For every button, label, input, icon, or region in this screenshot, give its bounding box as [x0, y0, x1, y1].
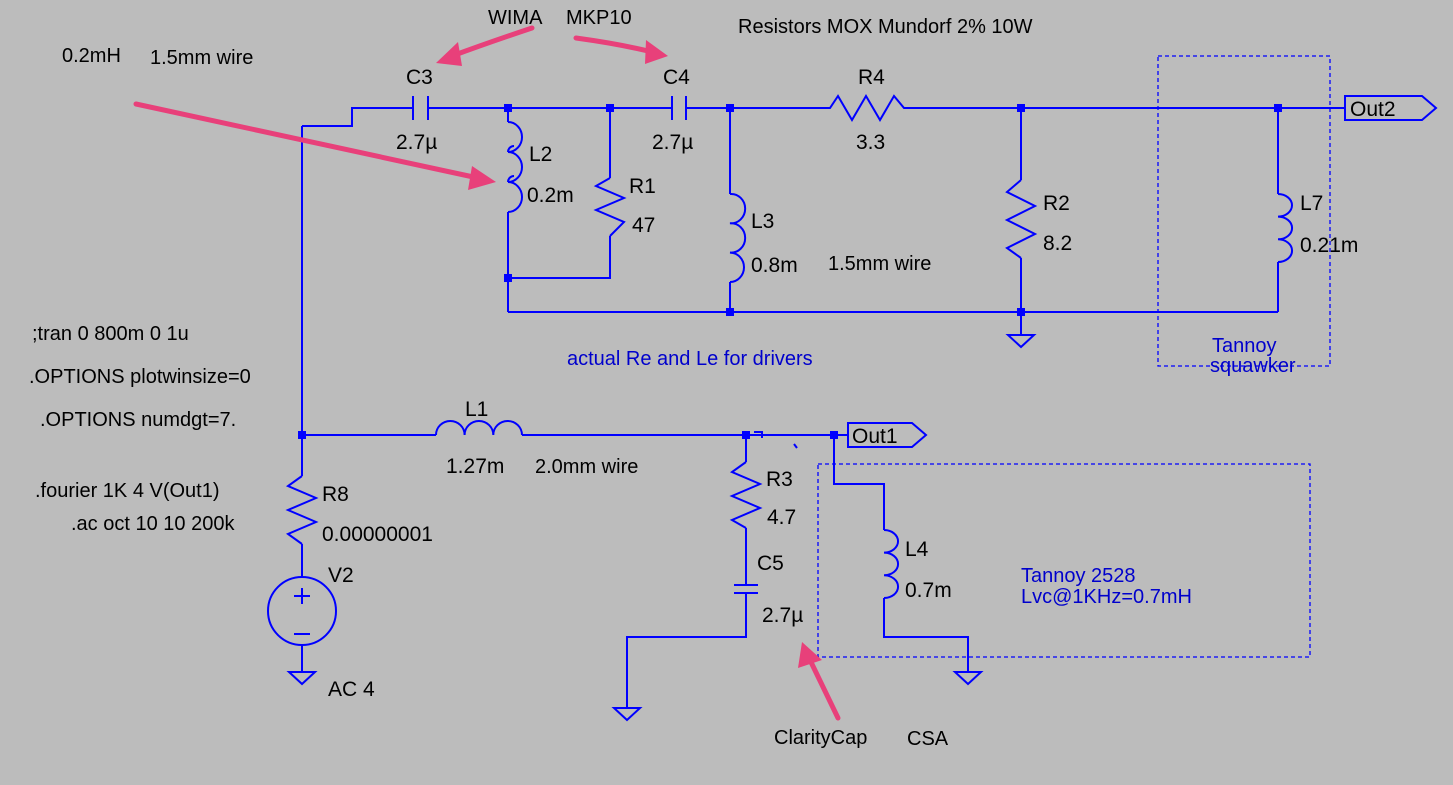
resistor-r1-symbol[interactable] [593, 177, 627, 237]
c5-value: 2.7µ [762, 604, 803, 627]
r4-name: R4 [858, 66, 885, 89]
inductor-l1-symbol[interactable] [435, 420, 523, 436]
r2-value: 8.2 [1043, 232, 1072, 255]
note-claritycap: ClarityCap [774, 727, 867, 749]
c3-name: C3 [406, 66, 433, 89]
v2-name: V2 [328, 564, 354, 587]
wire-stub-2 [793, 443, 798, 449]
r1-name: R1 [629, 175, 656, 198]
c3-value: 2.7µ [396, 131, 437, 154]
l3-value: 0.8m [751, 254, 798, 277]
port-out2-label: Out2 [1350, 98, 1396, 121]
junction-dot [726, 104, 734, 112]
ground-symbol [952, 671, 984, 686]
r2-name: R2 [1043, 192, 1070, 215]
note-l1-wire: 2.0mm wire [535, 456, 638, 478]
wire-r1-bottom [508, 236, 611, 279]
directive-plotwinsize: .OPTIONS plotwinsize=0 [29, 366, 251, 388]
junction-dot [504, 104, 512, 112]
l1-value: 1.27m [446, 455, 504, 478]
junction-dot [1017, 104, 1025, 112]
c5-name: C5 [757, 552, 784, 575]
l4-value: 0.7m [905, 579, 952, 602]
port-out2-flag[interactable] [1344, 95, 1438, 121]
comment-actual-re-le: actual Re and Le for drivers [567, 348, 813, 370]
ground-symbol [286, 671, 318, 686]
inductor-l2-symbol[interactable] [507, 121, 523, 213]
junction-dot [742, 431, 750, 439]
l2-value: 0.2m [527, 184, 574, 207]
ground-symbol [611, 707, 643, 722]
capacitor-c4-symbol[interactable] [671, 96, 687, 120]
junctions [298, 104, 1282, 439]
port-out1-label: Out1 [852, 425, 898, 448]
note-l3-wire: 1.5mm wire [828, 253, 931, 275]
l4-name: L4 [905, 538, 929, 561]
resistor-r4-symbol[interactable] [822, 94, 912, 122]
junction-dot [1274, 104, 1282, 112]
comment-tannoy-2528: Tannoy 2528 [1021, 565, 1136, 587]
directive-ac: .ac oct 10 10 200k [71, 513, 235, 535]
resistor-r2-symbol[interactable] [1004, 179, 1038, 259]
directive-numdgt: .OPTIONS numdgt=7. [40, 409, 236, 431]
voltage-source-v2-symbol[interactable] [267, 576, 337, 646]
note-wima: WIMA [488, 7, 543, 29]
junction-dot [298, 431, 306, 439]
annotation-arrow-claritycap-to-c5 [798, 642, 841, 721]
note-l2-value: 0.2mH [62, 45, 121, 67]
l2-name: L2 [529, 143, 552, 166]
junction-dot [504, 274, 512, 282]
l7-value: 0.21m [1300, 234, 1358, 257]
r8-value: 0.00000001 [322, 523, 433, 546]
capacitor-c5-symbol[interactable] [734, 584, 758, 594]
l1-name: L1 [465, 398, 488, 421]
wire-stub [754, 431, 763, 438]
tannoy-2528-box [817, 463, 1311, 658]
inductor-l7-symbol[interactable] [1277, 193, 1293, 263]
wire-l4-bottom [883, 598, 969, 672]
c4-name: C4 [663, 66, 690, 89]
l7-name: L7 [1300, 192, 1323, 215]
comment-tannoy-squawker-2: squawker [1210, 355, 1296, 377]
r3-value: 4.7 [767, 506, 796, 529]
capacitor-c3-symbol[interactable] [412, 96, 429, 120]
note-csa: CSA [907, 728, 949, 750]
comment-lvc: Lvc@1KHz=0.7mH [1021, 586, 1192, 608]
port-out1-flag[interactable] [847, 422, 928, 448]
note-mkp10: MKP10 [566, 7, 632, 29]
ground-symbol [1005, 334, 1037, 349]
annotation-arrow-0-2mh-to-l2 [133, 101, 496, 190]
wire-input-jog [302, 107, 413, 127]
note-resistors: Resistors MOX Mundorf 2% 10W [738, 16, 1033, 38]
junction-dot [726, 308, 734, 316]
r4-value: 3.3 [856, 131, 885, 154]
r1-value: 47 [632, 214, 655, 237]
wire-l4-path [833, 435, 885, 530]
r3-name: R3 [766, 468, 793, 491]
annotation-arrow-mkp10-to-c4 [573, 35, 668, 64]
note-l2-wire: 1.5mm wire [150, 47, 253, 69]
junction-dot [830, 431, 838, 439]
l3-name: L3 [751, 210, 774, 233]
resistor-r8-symbol[interactable] [285, 475, 319, 545]
resistor-r3-symbol[interactable] [729, 461, 763, 529]
inductor-l3-symbol[interactable] [729, 192, 747, 283]
c4-value: 2.7µ [652, 131, 693, 154]
directive-tran: ;tran 0 800m 0 1u [32, 323, 189, 345]
junction-dot [1017, 308, 1025, 316]
inductor-l4-symbol[interactable] [883, 529, 899, 599]
comment-tannoy-squawker-1: Tannoy [1212, 335, 1277, 357]
directive-fourier: .fourier 1K 4 V(Out1) [35, 480, 220, 502]
wire-c5-bottom [626, 593, 747, 708]
v2-value: AC 4 [328, 678, 375, 701]
r8-name: R8 [322, 483, 349, 506]
junction-dot [606, 104, 614, 112]
tannoy-squawker-box [1157, 55, 1331, 367]
annotation-arrow-wima-to-c3 [436, 25, 535, 66]
wires [301, 107, 1345, 708]
